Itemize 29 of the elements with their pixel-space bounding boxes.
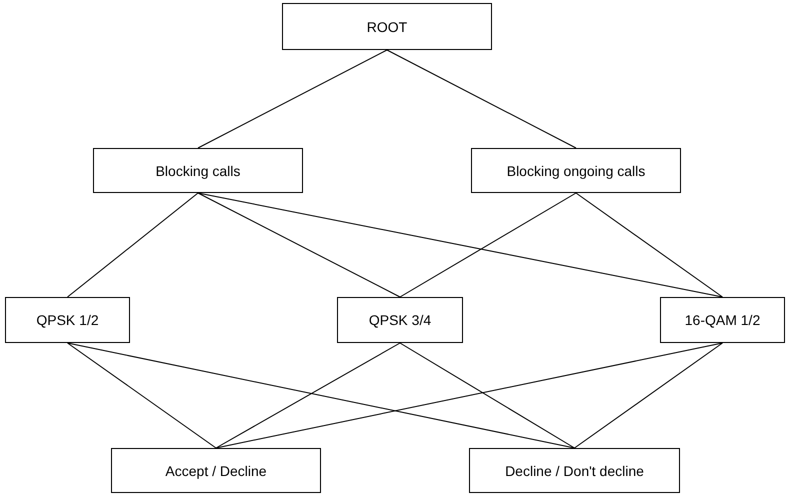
tree-node-box xyxy=(111,448,321,493)
node-label: Blocking ongoing calls xyxy=(506,162,646,178)
connector-line xyxy=(198,192,723,298)
node-label: Blocking calls xyxy=(156,162,240,178)
connector-line xyxy=(216,342,400,448)
tree-node-box xyxy=(5,297,130,343)
tree-node-box xyxy=(337,297,463,343)
connector-line xyxy=(198,192,400,298)
connector-line xyxy=(574,342,723,448)
connector-line xyxy=(216,342,723,448)
node-label: Accept / Decline xyxy=(165,462,267,478)
connector-line xyxy=(400,342,575,448)
connector-line xyxy=(67,342,216,448)
tree-node-box xyxy=(282,3,492,50)
node-label: QPSK 1/2 xyxy=(36,312,99,328)
tree-node-box xyxy=(93,148,303,193)
tree-node-box xyxy=(471,148,681,193)
tree-node-box xyxy=(469,448,680,493)
node-label: ROOT xyxy=(366,18,408,34)
connector-line xyxy=(67,192,198,298)
node-label: 16-QAM 1/2 xyxy=(684,312,760,328)
connector-line xyxy=(198,50,388,148)
node-label: Decline / Don't decline xyxy=(505,462,644,478)
node-label: QPSK 3/4 xyxy=(368,312,432,328)
connector-line xyxy=(576,192,723,298)
tree-node-box xyxy=(660,297,785,343)
connector-line xyxy=(386,50,576,148)
connector-line xyxy=(400,192,576,298)
connector-line xyxy=(67,342,575,448)
